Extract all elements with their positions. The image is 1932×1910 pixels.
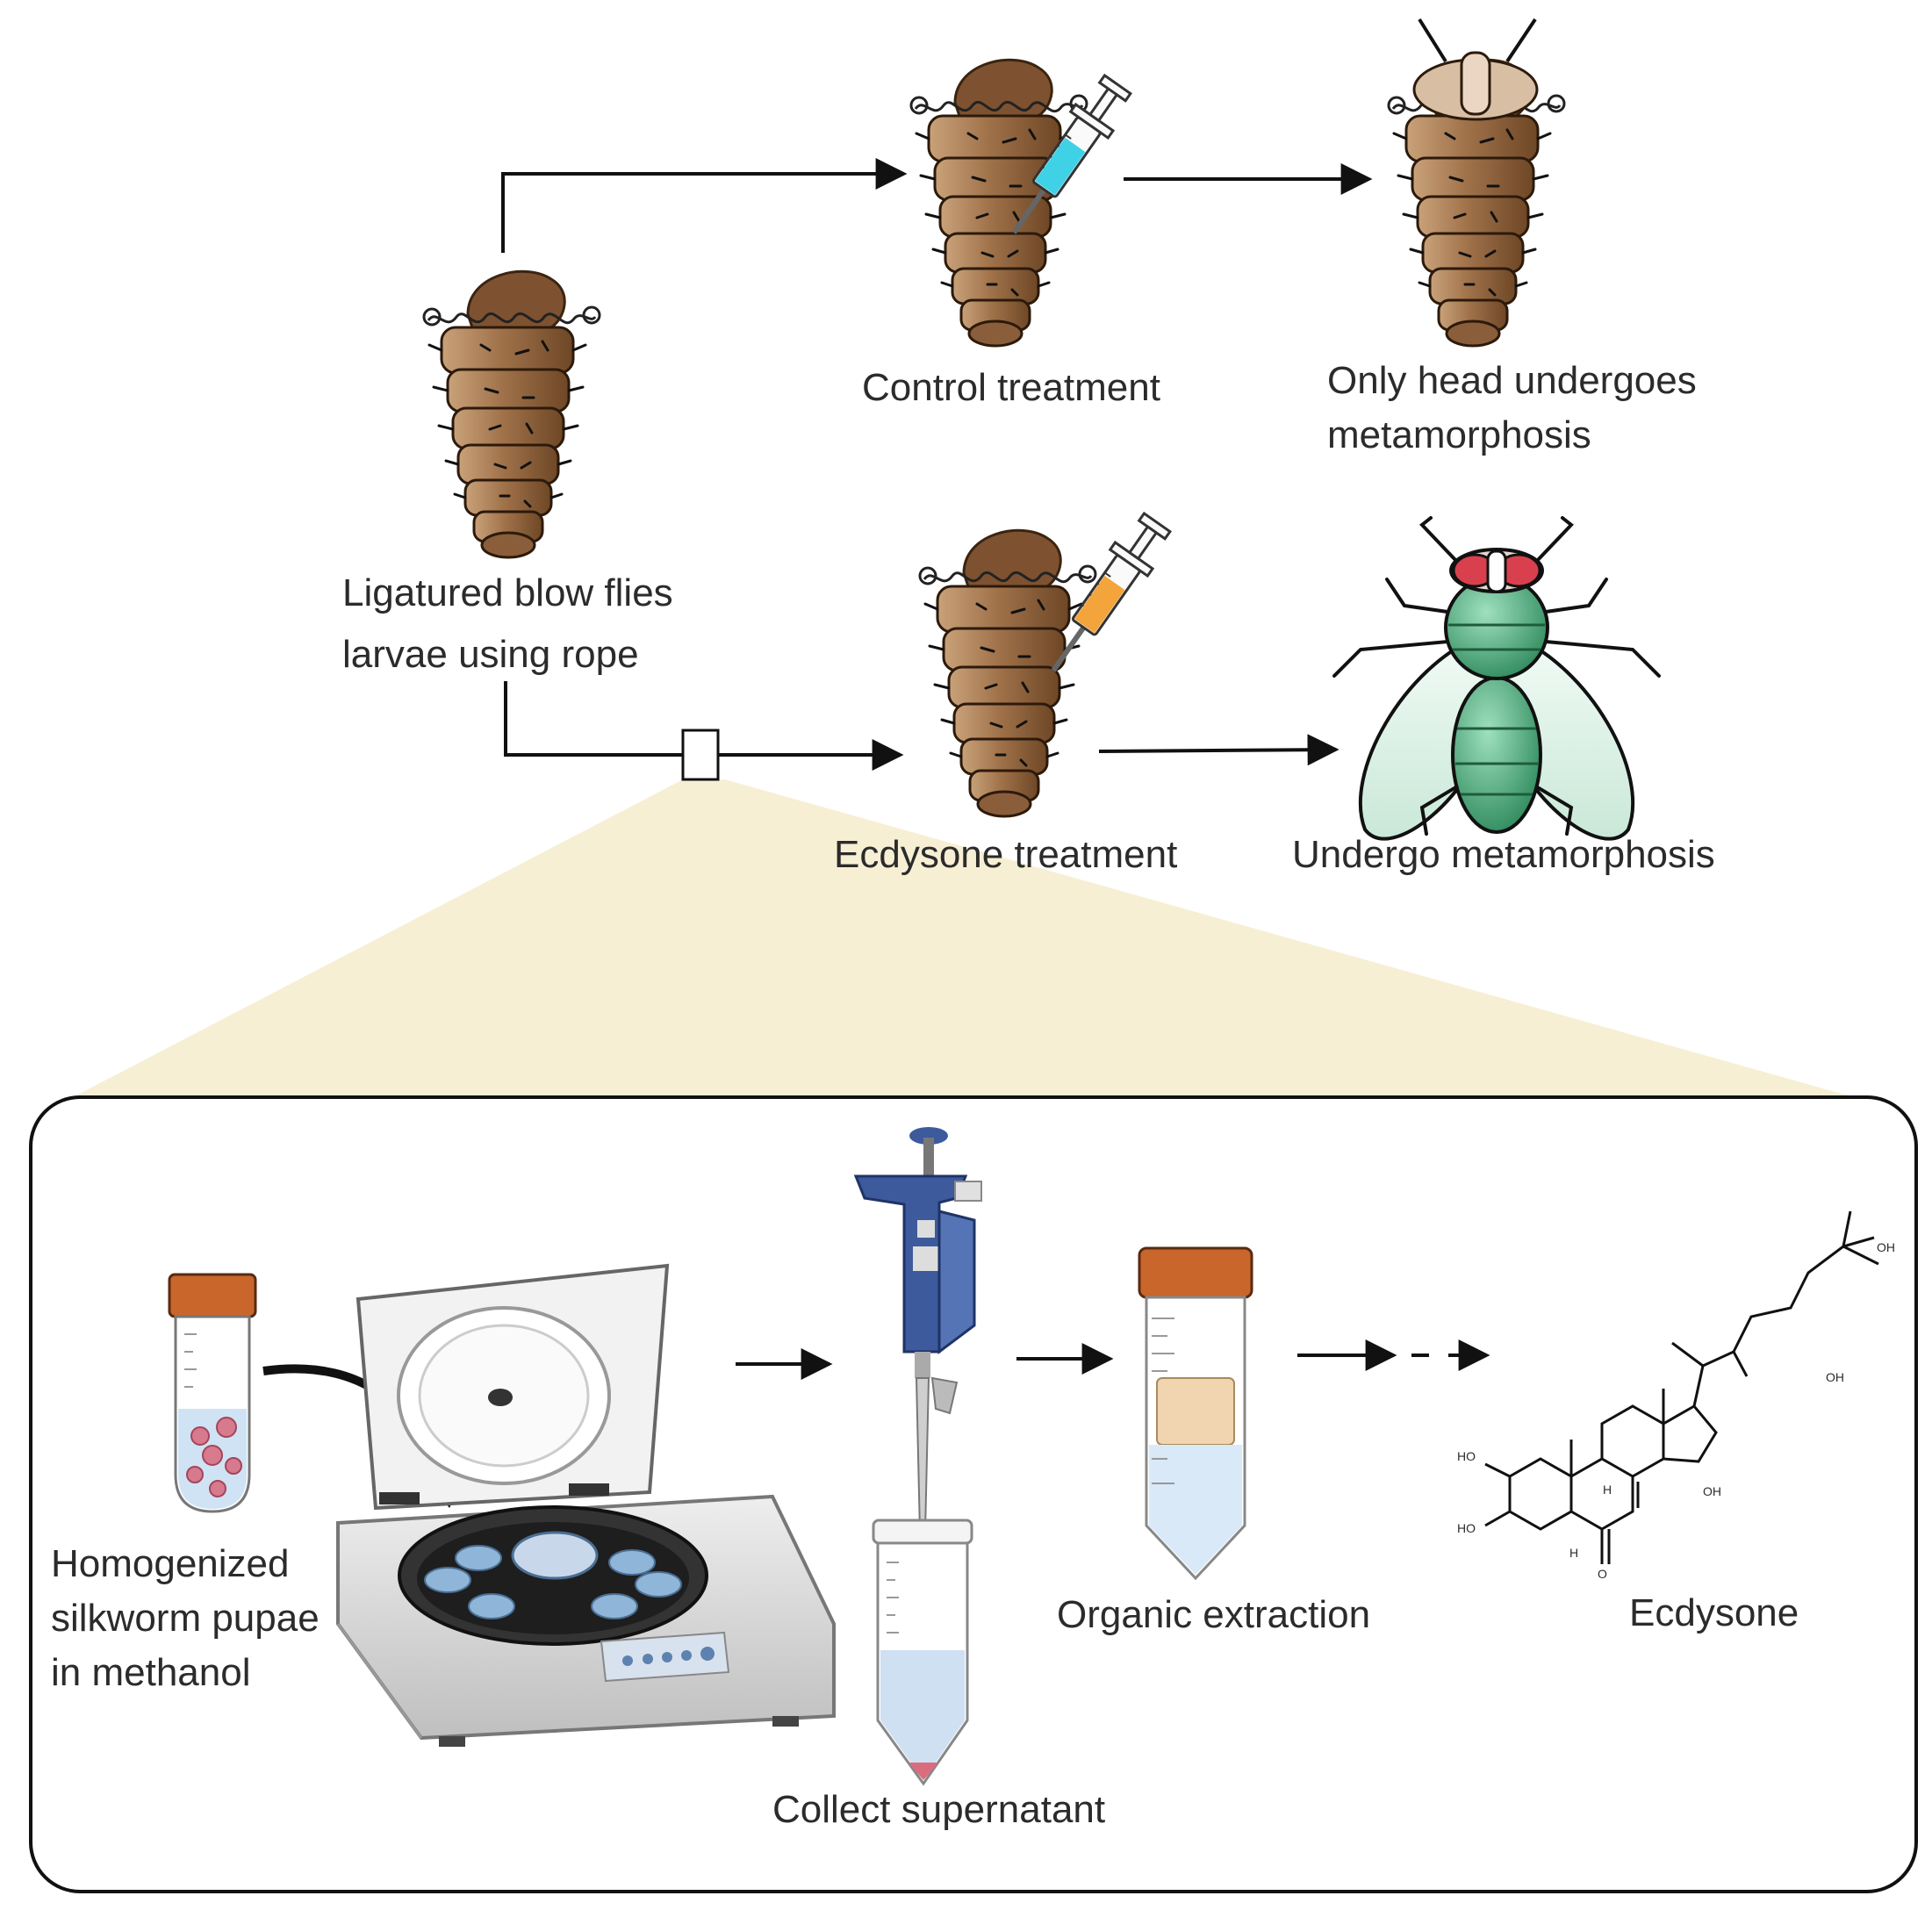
ecdysone-larva — [918, 528, 1097, 818]
homogenate-tube-icon — [168, 1273, 257, 1513]
atom-oh-top: OH — [1877, 1240, 1895, 1254]
label-undergo-metamorphosis: Undergo metamorphosis — [1292, 833, 1715, 876]
centrifuge-icon — [336, 1263, 836, 1747]
pipette-icon — [853, 1127, 982, 1572]
label-ecdysone-treatment: Ecdysone treatment — [834, 833, 1178, 876]
arrow-to-control — [501, 158, 908, 253]
zoom-marker-box — [681, 729, 720, 781]
label-only-head-line1: Only head undergoes — [1327, 359, 1697, 402]
arrow-to-ecdysone — [504, 681, 904, 771]
label-homogenized-line1: Homogenized — [51, 1542, 290, 1585]
label-control-treatment: Control treatment — [862, 366, 1160, 409]
atom-oh-mid: OH — [1703, 1484, 1721, 1498]
atom-oh-side: OH — [1826, 1370, 1844, 1384]
atom-ho-lower: HO — [1457, 1521, 1476, 1535]
control-syringe-icon — [994, 69, 1138, 248]
label-ligatured-line2: larvae using rope — [342, 633, 639, 676]
atom-h-mid: H — [1603, 1483, 1612, 1497]
head-metamorphosed-larva — [1387, 18, 1566, 348]
atom-o-keto: O — [1598, 1567, 1607, 1581]
label-collect-supernatant: Collect supernatant — [772, 1788, 1106, 1831]
atom-h-left: H — [1569, 1546, 1579, 1560]
label-only-head-line2: metamorphosis — [1327, 413, 1591, 456]
label-homogenized-line3: in methanol — [51, 1651, 251, 1694]
label-ecdysone: Ecdysone — [1629, 1591, 1799, 1634]
label-homogenized-line2: silkworm pupae — [51, 1597, 320, 1640]
atom-ho-upper: HO — [1457, 1449, 1476, 1463]
label-ligatured-line1: Ligatured blow flies — [342, 571, 673, 614]
adult-fly-icon — [1332, 516, 1661, 841]
label-organic-extraction: Organic extraction — [1057, 1593, 1371, 1636]
extraction-tube-icon — [1138, 1246, 1253, 1581]
control-larva — [909, 58, 1088, 348]
zoom-wedge — [73, 779, 1854, 1097]
ecdysone-syringe-icon — [1033, 507, 1177, 686]
ligatured-larva — [422, 269, 601, 559]
ecdysone-structure — [1484, 1210, 1879, 1564]
arrow-ecdysone-to-result — [1098, 734, 1339, 766]
supernatant-tube-icon — [872, 1519, 973, 1786]
